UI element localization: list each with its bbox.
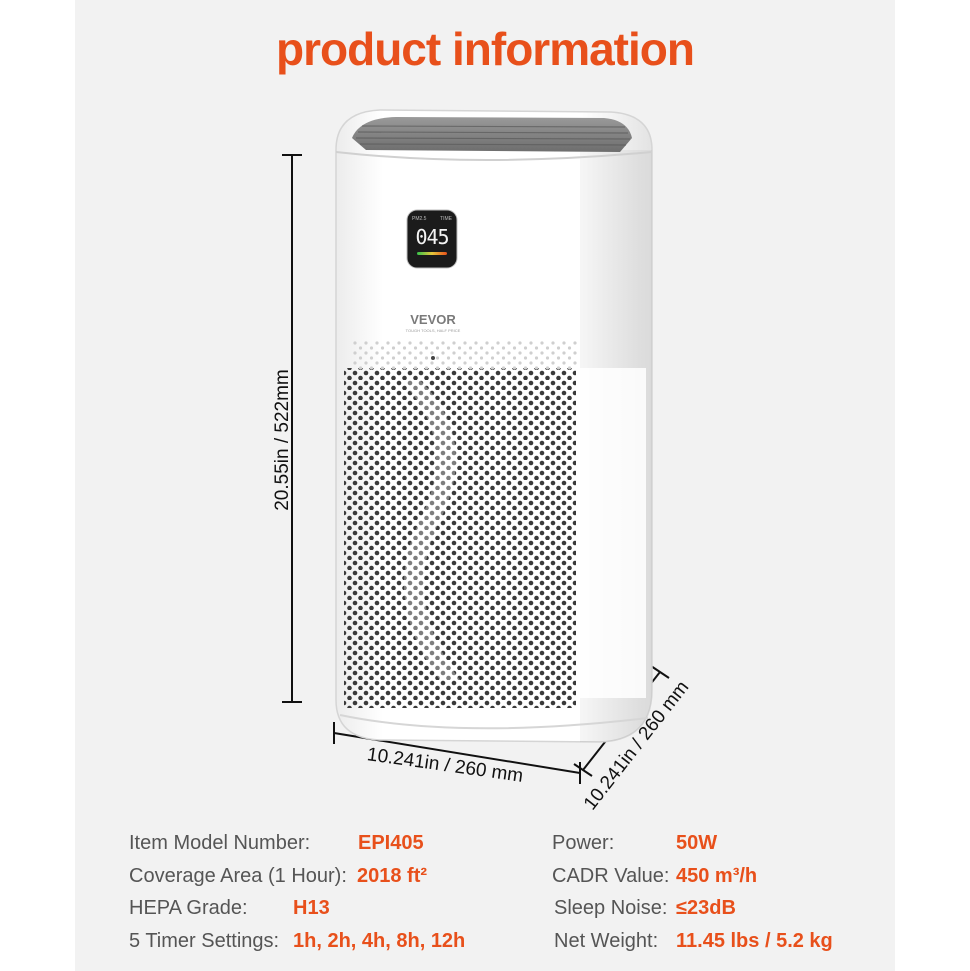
air-purifier-body [335, 109, 653, 743]
spec-label: Net Weight: [554, 930, 659, 952]
brand-tagline: TOUGH TOOLS, HALF PRICE [406, 328, 461, 333]
spec-value: H13 [293, 897, 330, 919]
spec-value: ≤23dB [676, 897, 736, 919]
spec-label: Item Model Number: [129, 832, 311, 854]
height-dimension-label: 20.55in / 522mm [272, 369, 293, 511]
display-reading: 045 [415, 225, 449, 249]
spec-value: 50W [676, 832, 718, 854]
spec-value: 2018 ft² [357, 865, 428, 887]
spec-value: 450 m³/h [676, 865, 758, 887]
spec-label: CADR Value: [552, 865, 670, 887]
display-status-bar [417, 252, 447, 255]
height-dimension-line [282, 154, 302, 703]
spec-net-weight: Net Weight: 11.45 lbs / 5.2 kg [554, 930, 833, 953]
page-title: product information [276, 23, 695, 75]
spec-coverage-area: Coverage Area (1 Hour): 2018 ft² [129, 865, 427, 888]
spec-timer-settings: 5 Timer Settings: 1h, 2h, 4h, 8h, 12h [129, 930, 465, 953]
spec-power: Power: 50W [552, 832, 717, 855]
display-screen: PM2.5 TIME 045 [409, 214, 455, 264]
brand-logo: VEVOR [410, 312, 456, 327]
spec-value: 1h, 2h, 4h, 8h, 12h [293, 930, 466, 952]
spec-label: 5 Timer Settings: [129, 930, 280, 952]
spec-label: Coverage Area (1 Hour): [129, 865, 347, 887]
spec-label: HEPA Grade: [129, 897, 248, 919]
spec-label: Sleep Noise: [554, 897, 668, 919]
spec-cadr-value: CADR Value: 450 m³/h [552, 865, 757, 888]
sensor-icon [431, 356, 435, 360]
spec-value: EPI405 [358, 832, 424, 854]
spec-model-number: Item Model Number: EPI405 [129, 832, 424, 855]
spec-hepa-grade: HEPA Grade: H13 [129, 897, 330, 920]
spec-label: Power: [552, 832, 615, 854]
spec-value: 11.45 lbs / 5.2 kg [676, 930, 833, 952]
display-right-label: TIME [440, 216, 452, 222]
spec-sleep-noise: Sleep Noise: ≤23dB [554, 897, 736, 920]
display-left-label: PM2.5 [412, 216, 427, 222]
